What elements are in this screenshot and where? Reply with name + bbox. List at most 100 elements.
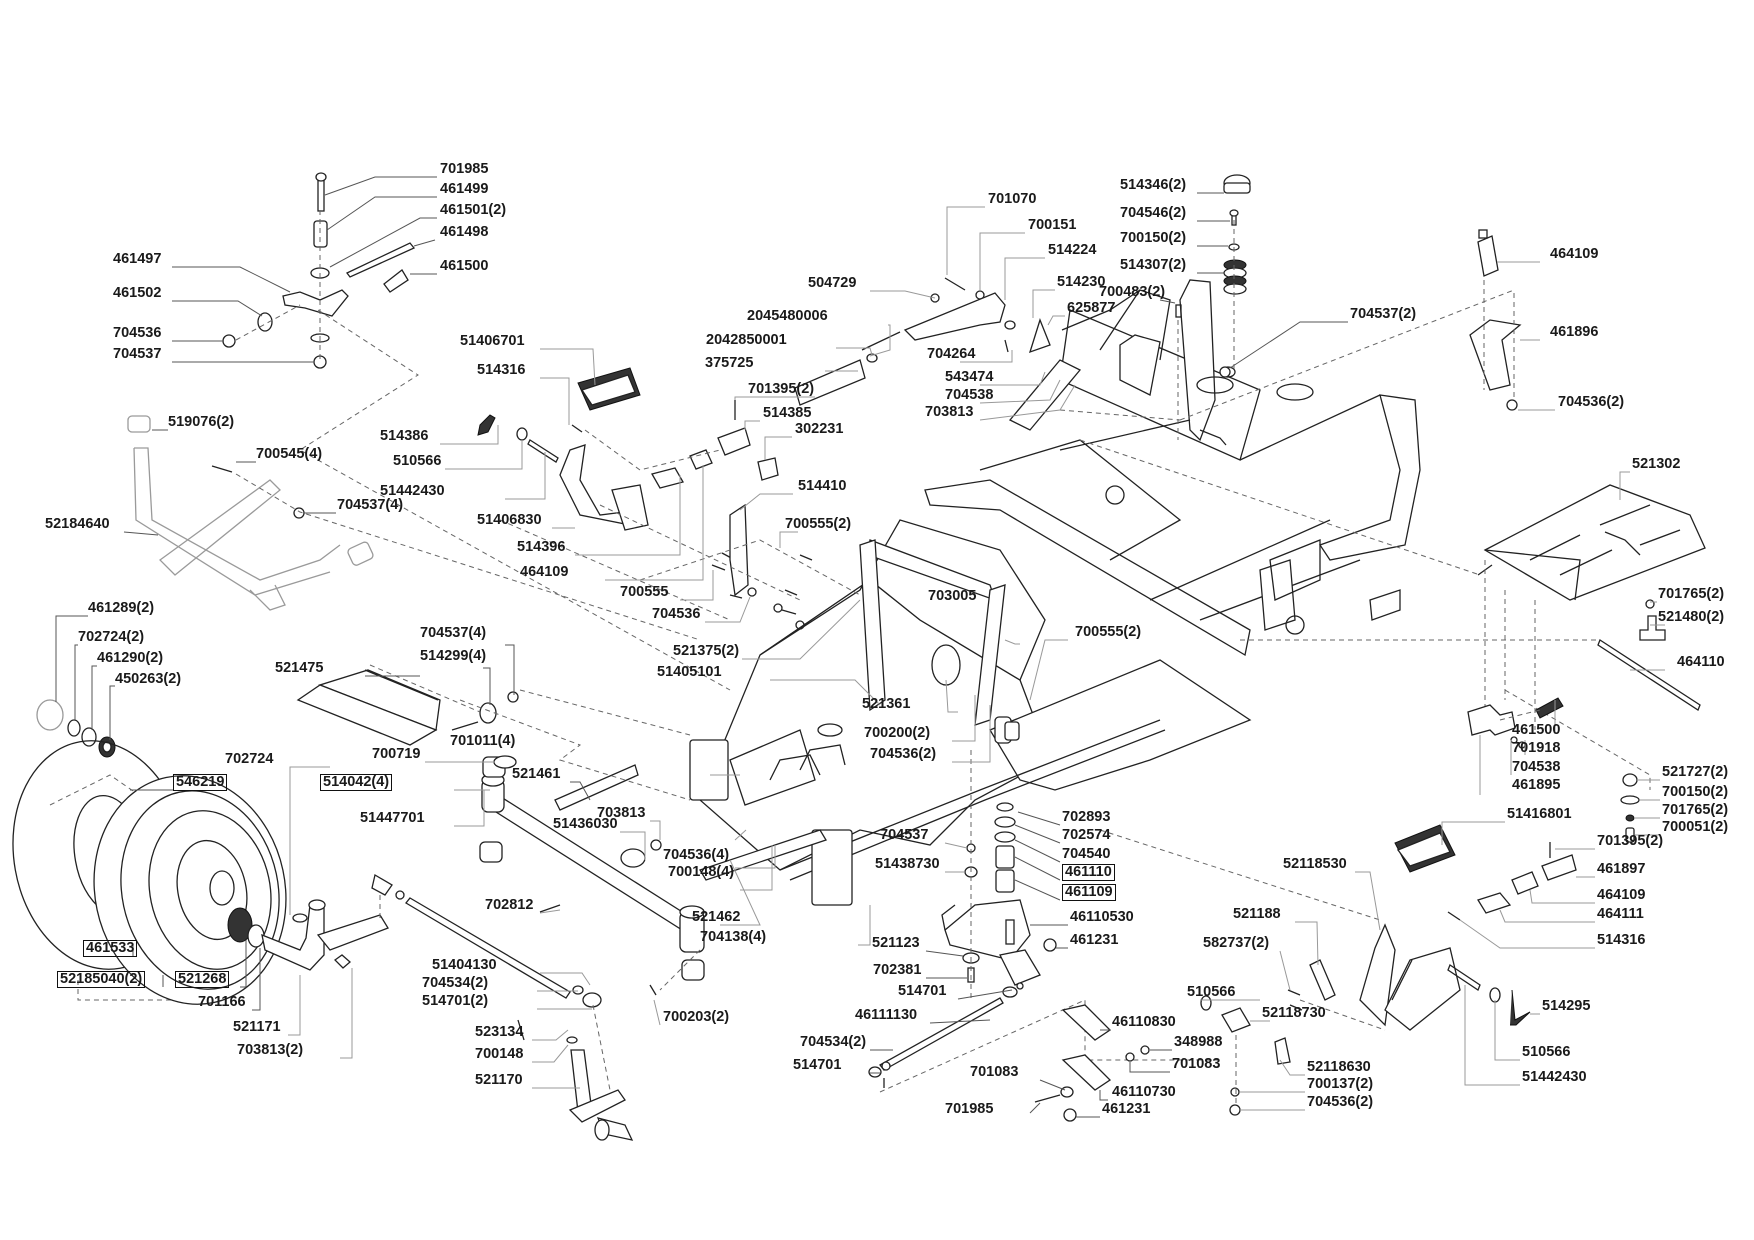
part-label-703813: 703813 (597, 805, 646, 821)
part-label-450263: 450263(2) (115, 671, 182, 687)
bushing-51436030-part (620, 848, 646, 868)
part-label-700555-2b: 700555(2) (1075, 624, 1142, 640)
part-label-51406701: 51406701 (460, 333, 525, 349)
part-label-514410: 514410 (798, 478, 847, 494)
part-label-704536-mid: 704536 (652, 606, 701, 622)
part-label-704538-top: 704538 (945, 387, 994, 403)
part-label-461231-a: 461231 (1070, 932, 1119, 948)
part-label-700150-right: 700150(2) (1662, 784, 1729, 800)
part-label-704536-4: 704536(4) (663, 847, 730, 863)
part-label-704537-2: 704537(2) (1350, 306, 1417, 322)
part-label-504729: 504729 (808, 275, 857, 291)
part-label-704138: 704138(4) (700, 929, 767, 945)
bracket-514410-part (729, 503, 749, 597)
part-label-51447701: 51447701 (360, 810, 425, 826)
part-label-701985-top: 701985 (440, 161, 489, 177)
bracket-461896-part (1469, 319, 1522, 391)
switch-464109-left-part (689, 449, 713, 470)
part-label-704536-2b: 704536(2) (1558, 394, 1625, 410)
lever-514224-part (903, 292, 1006, 341)
part-label-700545: 700545(4) (256, 446, 323, 462)
part-label-704538-right: 704538 (1512, 759, 1561, 775)
part-label-543474: 543474 (945, 369, 994, 385)
part-label-514701-b: 514701 (793, 1057, 842, 1073)
part-label-2045480006: 2045480006 (747, 308, 828, 324)
spring-461500-part (383, 269, 409, 293)
bracket-521461-part (554, 764, 639, 811)
part-label-514701-a: 514701 (898, 983, 947, 999)
part-label-51405101: 51405101 (657, 664, 722, 680)
part-label-704537-top: 704537 (113, 346, 162, 362)
bracket-514385-part (717, 427, 751, 456)
part-label-461497: 461497 (113, 251, 162, 267)
nut-704536-part (222, 334, 236, 348)
part-label-348988: 348988 (1174, 1034, 1223, 1050)
part-label-514230: 514230 (1057, 274, 1106, 290)
spring-514386-part (477, 414, 496, 436)
part-label-700148-4: 700148(4) (668, 864, 735, 880)
front-wheels (12, 740, 287, 1005)
part-label-701985-bottom: 701985 (945, 1101, 994, 1117)
seat-plate-521302-part (1079, 439, 1706, 790)
bolt-700545-part (211, 465, 233, 473)
part-label-52118530: 52118530 (1283, 856, 1347, 872)
part-label-700200: 700200(2) (864, 725, 931, 741)
part-label-702381: 702381 (873, 962, 922, 978)
part-label-51416801: 51416801 (1507, 806, 1572, 822)
spindle-521170-part (568, 1004, 634, 1141)
bushing-461110-part (995, 845, 1015, 869)
part-label-521461: 521461 (512, 766, 561, 782)
bracket-461897-part (1541, 854, 1577, 881)
part-label-704534-2b: 704534(2) (800, 1034, 867, 1050)
part-label-514316-right: 514316 (1597, 932, 1646, 948)
bracket-46110830-part (1061, 1004, 1112, 1041)
part-label-461499: 461499 (440, 181, 489, 197)
pedal-arm-52118530-part (1384, 947, 1461, 1031)
part-label-514346: 514346(2) (1120, 177, 1187, 193)
rod-464110-part (1597, 639, 1701, 711)
part-label-625877: 625877 (1067, 300, 1116, 316)
part-label-461501: 461501(2) (440, 202, 507, 218)
part-label-461500-right: 461500 (1512, 722, 1561, 738)
leader-lines (55, 176, 1665, 1118)
spring-461500-right-part (1535, 697, 1564, 719)
clip-464111-part (1477, 892, 1512, 914)
part-label-702724-2: 702724(2) (78, 629, 145, 645)
part-label-700719: 700719 (372, 746, 421, 762)
switch-bracket-parts (1059, 229, 1522, 421)
part-label-461502: 461502 (113, 285, 162, 301)
brake-lever-parts (571, 277, 1051, 433)
part-label-51442430-right: 51442430 (1522, 1069, 1587, 1085)
part-label-521188: 521188 (1233, 906, 1281, 922)
part-label-704537-4b: 704537(4) (420, 625, 487, 641)
bolt-514316-part (1447, 911, 1461, 921)
part-label-510566-left: 510566 (393, 453, 442, 469)
part-label-514385: 514385 (763, 405, 812, 421)
bolt-701985-part (317, 176, 325, 212)
bracket-46110730-part (1061, 1054, 1112, 1091)
part-label-704546: 704546(2) (1120, 205, 1187, 221)
part-label-521171: 521171 (233, 1019, 281, 1035)
part-label-51436030: 51436030 (553, 816, 618, 832)
part-label-701011: 701011(4) (450, 733, 516, 749)
part-label-51404130: 51404130 (432, 957, 497, 973)
part-label-461289: 461289(2) (88, 600, 155, 616)
part-label-461533: 461533 (83, 940, 138, 957)
part-label-521480: 521480(2) (1658, 609, 1725, 625)
sector-gear-46110530-part (944, 899, 1031, 961)
part-label-510566-mid: 510566 (1187, 984, 1236, 1000)
part-label-461231-b: 461231 (1102, 1101, 1151, 1117)
bolt-701070-part (944, 277, 966, 291)
part-label-52118730: 52118730 (1262, 1005, 1326, 1021)
part-label-461290: 461290(2) (97, 650, 164, 666)
part-label-510566-right: 510566 (1522, 1044, 1571, 1060)
part-label-700148: 700148 (475, 1046, 524, 1062)
part-label-704264: 704264 (927, 346, 976, 362)
part-label-703005: 703005 (928, 588, 977, 604)
part-label-464111: 464111 (1597, 906, 1644, 922)
part-label-464110: 464110 (1677, 654, 1725, 670)
part-label-521170: 521170 (475, 1072, 523, 1088)
tie-rod-46111130-part (868, 982, 1220, 1093)
part-label-704536-2c: 704536(2) (1307, 1094, 1374, 1110)
